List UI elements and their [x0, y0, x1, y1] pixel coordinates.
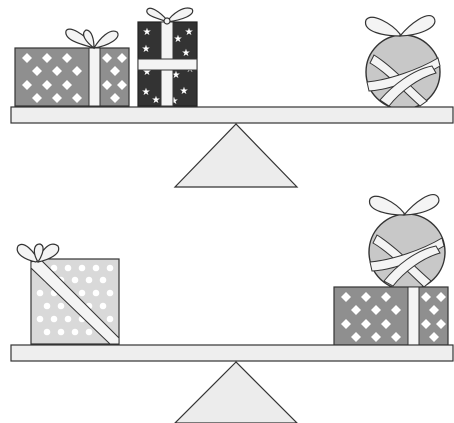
wrapped-ball-gift [365, 15, 441, 110]
star-gift-box: ★★★ ★★ ★★★ ★★★★ [137, 21, 198, 107]
dotted-gift-box [30, 258, 120, 345]
svg-text:★: ★ [174, 34, 183, 45]
svg-text:★: ★ [182, 48, 191, 59]
svg-text:★: ★ [180, 86, 189, 97]
bottom-balance [10, 194, 454, 423]
svg-text:★: ★ [170, 96, 179, 107]
top-balance: ★★★ ★★ ★★★ ★★★★ [10, 7, 454, 188]
diamond-gift-box-stacked [333, 286, 449, 346]
svg-text:★: ★ [142, 44, 151, 55]
top-plank [10, 106, 454, 124]
svg-text:★: ★ [152, 95, 161, 106]
bottom-plank [10, 344, 454, 362]
diamond-gift-bow [65, 28, 119, 50]
svg-text:★: ★ [142, 87, 151, 98]
svg-text:★: ★ [143, 27, 152, 38]
star-gift-bow [146, 7, 194, 25]
diamond-gift-box [14, 47, 130, 107]
svg-text:★: ★ [185, 27, 194, 38]
bottom-fulcrum [174, 361, 298, 423]
top-fulcrum [173, 123, 299, 188]
dotted-gift-bow [16, 243, 60, 264]
svg-text:★: ★ [143, 67, 152, 78]
wrapped-ball-gift-stacked [368, 194, 446, 291]
svg-text:★: ★ [172, 70, 181, 81]
